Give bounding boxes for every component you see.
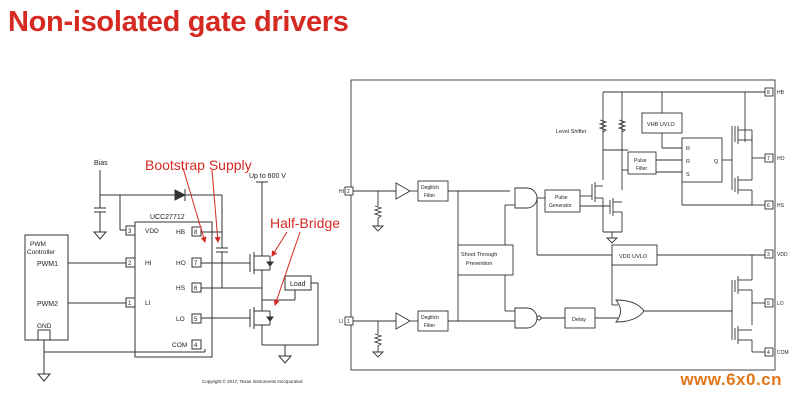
pin-name-vdd: VDD <box>145 228 159 235</box>
pin-num-lo: 5 <box>194 317 198 323</box>
pin-box-vdd-right <box>764 249 774 259</box>
right-pin-name-li: LI <box>339 319 343 325</box>
load-label: Load <box>290 281 306 288</box>
shoot-through-label-2: Prevention <box>466 261 492 267</box>
watermark-text: www.6x0.cn <box>680 370 782 389</box>
right-pin-name-hi: HI <box>339 189 344 195</box>
right-block-diagram <box>344 79 776 371</box>
right-pin-name-ho: HO <box>777 156 785 162</box>
right-pin-name-lo: LO <box>777 301 784 307</box>
pin-name-hb: HB <box>176 229 185 236</box>
right-pin-num-ho: 7 <box>767 156 770 162</box>
pin-box-com <box>191 339 202 350</box>
right-pin-num-li: 1 <box>347 319 350 325</box>
annotation-arrows <box>182 167 301 306</box>
hi-deglitch-label-1: Deglitch <box>421 185 439 191</box>
vhb-uvlo-label: VHB UVLO <box>647 122 676 128</box>
latch-r2-label: R <box>686 159 690 165</box>
pwm1-label: PWM1 <box>37 261 58 268</box>
bootstrap-supply-label: Bootstrap Supply <box>145 157 252 173</box>
controller-label-line1: PWM <box>30 241 46 248</box>
pin-num-vdd: 3 <box>128 229 132 235</box>
pin-num-li: 1 <box>128 301 132 307</box>
right-pin-num-hs: 6 <box>767 203 770 209</box>
right-pin-name-hb: HB <box>777 90 785 96</box>
right-pin-name-hs: HS <box>777 203 785 209</box>
left-application-schematic <box>24 170 319 382</box>
copyright-text: Copyright © 2017, Texas Instruments Inco… <box>202 378 303 384</box>
bias-label: Bias <box>94 160 108 167</box>
right-pin-num-lo: 5 <box>767 301 770 307</box>
pin-num-com: 4 <box>194 343 198 349</box>
pulse-filter-box <box>627 151 657 175</box>
up-to-600v-label: Up to 600 V <box>249 173 286 180</box>
pin-num-ho: 7 <box>194 261 198 267</box>
right-pin-name-vdd: VDD <box>777 252 788 258</box>
hi-buffer <box>395 182 411 200</box>
pin-name-ho: HO <box>176 260 186 267</box>
pulse-gen-label-2: Generator <box>549 203 572 209</box>
right-pin-num-com: 4 <box>767 350 770 356</box>
block-diagram-border <box>350 79 776 371</box>
low-and-gate <box>514 307 538 329</box>
right-pin-num-vdd: 3 <box>767 252 770 258</box>
li-deglitch-label-1: Deglitch <box>421 315 439 321</box>
pin-name-li: LI <box>145 300 151 307</box>
pin-num-hi: 2 <box>128 261 132 267</box>
level-shifter-label: Level Shifter <box>556 129 587 135</box>
delay-label: Delay <box>572 317 586 323</box>
low-or-gate <box>615 299 645 323</box>
pin-name-hs: HS <box>176 285 186 292</box>
pulse-gen-label-1: Pulse <box>555 195 568 201</box>
pulse-filter-label-2: Filter <box>636 166 647 172</box>
latch-r1-label: R <box>686 146 690 152</box>
li-deglitch-label-2: Filter <box>424 323 435 329</box>
shoot-through-prevention-box <box>457 244 514 276</box>
shoot-through-label-1: Shoot Through <box>461 252 497 258</box>
pin-name-com: COM <box>172 342 187 349</box>
latch-q-label: Q <box>714 159 719 165</box>
right-pin-num-hb: 8 <box>767 90 770 96</box>
high-and-gate <box>514 187 538 209</box>
half-bridge-label: Half-Bridge <box>270 215 340 231</box>
hi-deglitch-label-2: Filter <box>424 193 435 199</box>
pwm2-label: PWM2 <box>37 301 58 308</box>
right-pin-name-com: COM <box>777 350 789 356</box>
pin-name-lo: LO <box>176 316 185 323</box>
chip-name-label: UCC27712 <box>150 214 185 221</box>
vdd-uvlo-label: VDD UVLO <box>619 254 648 260</box>
latch-s-label: S <box>686 172 690 178</box>
page-title: Non-isolated gate drivers <box>8 6 349 38</box>
pulse-generator-box <box>544 189 581 213</box>
pulse-filter-label-1: Pulse <box>634 158 647 164</box>
pin-num-hb: 8 <box>194 230 198 236</box>
right-pin-num-hi: 2 <box>347 189 350 195</box>
li-buffer <box>395 312 411 330</box>
pin-num-hs: 6 <box>194 286 198 292</box>
gnd-label: GND <box>37 323 52 330</box>
pin-name-hi: HI <box>145 260 152 267</box>
ucc27712-chip-box <box>134 221 213 358</box>
controller-label-line2: Controller <box>27 249 56 256</box>
